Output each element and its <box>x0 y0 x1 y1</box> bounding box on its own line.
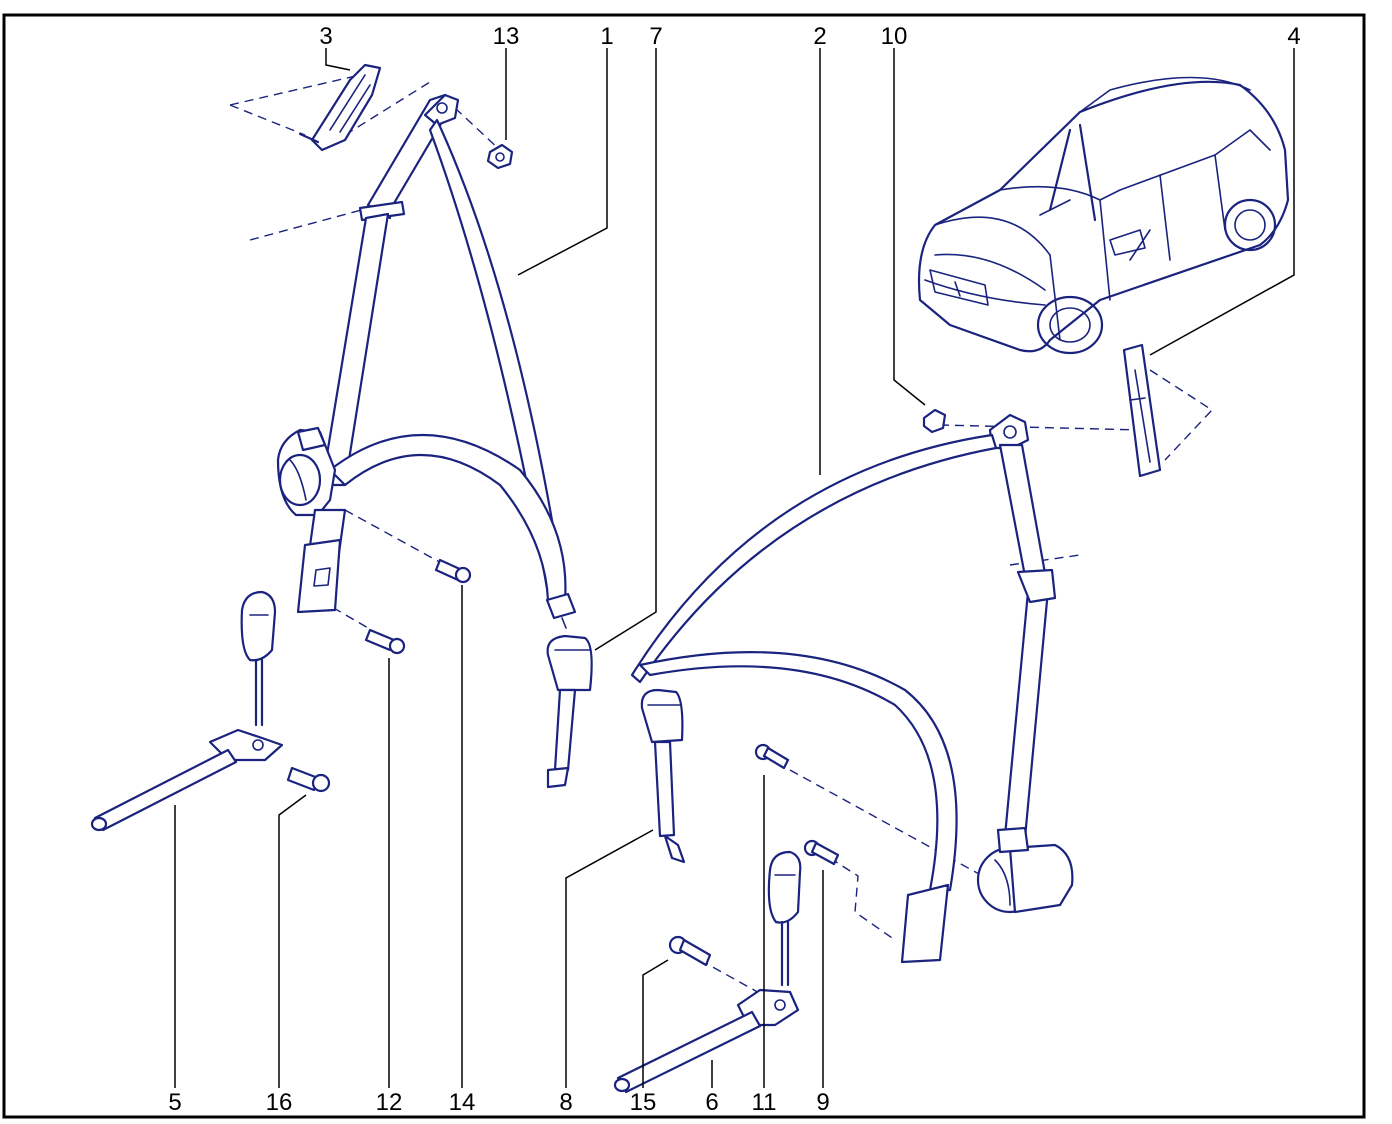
bolt-11 <box>754 743 790 770</box>
callout-labels: 3 13 1 7 2 10 4 5 16 12 14 8 15 6 11 9 <box>168 23 1300 1116</box>
right-retractor <box>976 826 1074 914</box>
right-buckle-8 <box>640 688 686 864</box>
callout-6: 6 <box>705 1089 718 1116</box>
leader-lines <box>174 48 1295 1088</box>
callout-8: 8 <box>559 1089 572 1116</box>
vehicle-sketch <box>917 76 1290 355</box>
callout-15: 15 <box>630 1089 657 1116</box>
bolt-15 <box>668 935 712 967</box>
callout-5: 5 <box>168 1089 181 1116</box>
bolt-9 <box>803 839 840 866</box>
callout-7: 7 <box>649 23 662 50</box>
callout-16: 16 <box>266 1089 293 1116</box>
height-adjuster-3 <box>298 63 382 152</box>
callout-12: 12 <box>376 1089 403 1116</box>
callout-13: 13 <box>493 23 520 50</box>
right-seat-belt-assembly <box>630 369 1214 1011</box>
callout-10: 10 <box>881 23 908 50</box>
callout-11: 11 <box>752 1089 777 1116</box>
left-buckle-7 <box>546 634 593 789</box>
left-retractor <box>276 426 347 614</box>
callout-9: 9 <box>816 1089 829 1116</box>
left-seat-belt-assembly <box>229 63 577 633</box>
nut-10 <box>922 408 947 434</box>
left-rear-buckle-assembly <box>90 590 331 832</box>
callout-1: 1 <box>600 23 613 50</box>
callout-3: 3 <box>319 23 332 50</box>
callout-14: 14 <box>449 1089 476 1116</box>
nut-13 <box>486 143 514 170</box>
height-adjuster-4 <box>1122 343 1162 478</box>
callout-4: 4 <box>1287 23 1300 50</box>
diagram-frame <box>2 13 1366 1119</box>
callout-2: 2 <box>813 23 826 50</box>
right-rear-buckle-assembly <box>613 850 802 1094</box>
bolt-14 <box>434 558 472 584</box>
bolt-12 <box>364 628 406 655</box>
